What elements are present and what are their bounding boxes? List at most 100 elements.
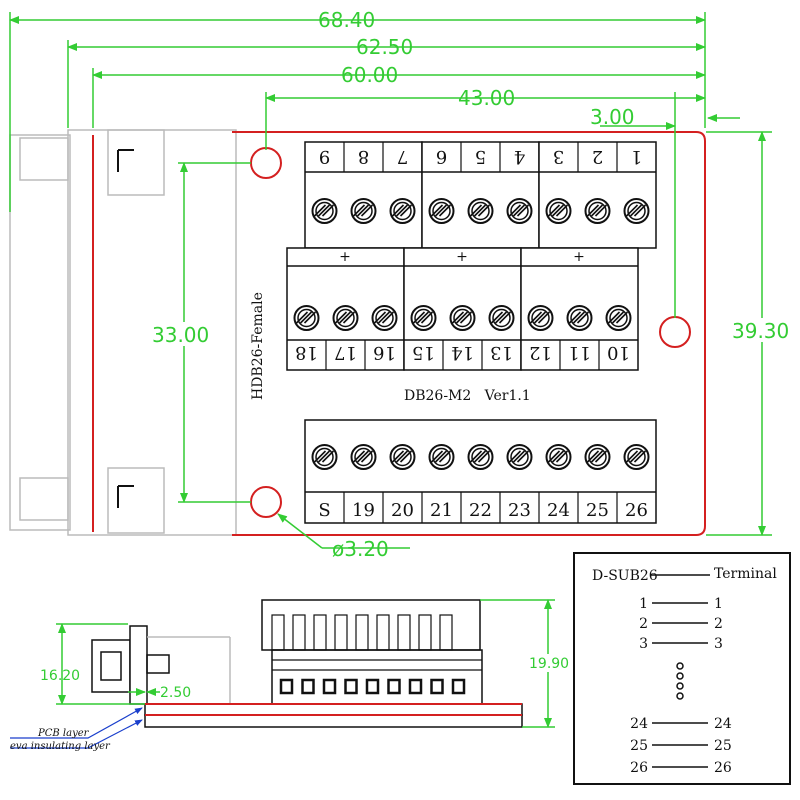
top-row-label: 3 (553, 146, 564, 167)
terminal-screw (389, 198, 416, 224)
upper-terminal-block (538, 141, 657, 249)
terminal-screw (350, 198, 377, 224)
side-opening (344, 678, 358, 695)
upper-terminal-block (304, 141, 423, 249)
top-row-label: 2 (592, 146, 603, 167)
top-row-label: 9 (319, 146, 330, 167)
bottom-row-label: 22 (469, 500, 492, 521)
terminal-screw (584, 198, 611, 224)
mapping-right-pin: 26 (714, 760, 732, 776)
terminal-screw (389, 444, 416, 470)
middle-row-label: 17 (334, 342, 357, 363)
top-row-label: 4 (514, 146, 525, 167)
mounting-hole (250, 486, 282, 518)
terminal-screw (293, 305, 320, 331)
terminal-screw (371, 305, 398, 331)
side-fin (397, 614, 411, 651)
terminal-screw (545, 444, 572, 470)
terminal-screw (467, 198, 494, 224)
dim-hole-diameter: ø3.20 (332, 537, 389, 561)
dsub-connector (9, 129, 237, 536)
dim-overall-width: 68.40 (318, 8, 375, 32)
side-opening (365, 678, 380, 695)
side-fin (313, 614, 327, 651)
middle-row-label: 14 (451, 342, 474, 363)
bottom-row-label: 24 (547, 500, 570, 521)
side-opening (301, 678, 315, 695)
mapping-right-pin: 24 (714, 716, 732, 732)
side-opening (279, 678, 294, 695)
terminal-screw (467, 444, 494, 470)
side-label: HDB26-Female (250, 292, 266, 400)
layer-leaders (10, 707, 143, 749)
top-row-label: 8 (358, 146, 369, 167)
terminal-screw (506, 444, 533, 470)
mapping-right-pin: 25 (714, 738, 732, 754)
dim-board-height: 39.30 (732, 319, 789, 343)
terminal-screw (584, 444, 611, 470)
terminal-screw (623, 444, 650, 470)
plus-mark: + (573, 249, 585, 265)
dim-side-height: 16.20 (40, 668, 80, 684)
side-opening (322, 678, 337, 695)
plus-mark: + (339, 249, 351, 265)
side-fin (355, 614, 369, 651)
terminal-screw (449, 305, 476, 331)
model-label: DB26-M2 Ver1.1 (404, 388, 531, 404)
side-view: 16.20 2.50 19.90 PCB layer eva insulatin… (10, 599, 572, 752)
plus-mark: + (456, 249, 468, 265)
side-dimension-lines (56, 599, 555, 728)
lower-terminal-block: + (520, 247, 639, 371)
mapping-left-header: D-SUB26 (592, 568, 658, 584)
bottom-row-label: S (318, 500, 330, 521)
mapping-right-pin: 1 (714, 596, 723, 612)
terminal-screw (428, 444, 455, 470)
side-fin (292, 614, 306, 651)
bottom-row-label: 20 (391, 500, 414, 521)
terminal-slots (271, 614, 482, 695)
lower-terminal-block: + (403, 247, 522, 371)
bottom-row-label: 19 (352, 500, 375, 521)
middle-row-label: 18 (295, 342, 318, 363)
bottom-row-label: 25 (586, 500, 609, 521)
terminal-screw (545, 198, 572, 224)
eva-layer-label: eva insulating layer (10, 741, 111, 752)
terminal-screw (623, 198, 650, 224)
mapping-left-pin: 24 (630, 716, 648, 732)
mounting-hole (250, 147, 282, 179)
side-fin (271, 614, 285, 651)
side-fin (439, 614, 453, 651)
side-opening (451, 678, 466, 695)
side-opening (408, 678, 423, 695)
top-row-label: 7 (397, 146, 408, 167)
mapping-right-pin: 3 (714, 636, 723, 652)
pcb-layer-label: PCB layer (37, 728, 90, 739)
pcb-outline (232, 131, 706, 536)
bottom-row-label: 26 (625, 500, 648, 521)
terminal-screw (311, 198, 338, 224)
side-opening (387, 678, 401, 695)
lower-terminal-block: + (286, 247, 405, 371)
connector-latches (117, 149, 134, 508)
dim-side-total: 19.90 (529, 656, 569, 672)
mapping-left-pin: 26 (630, 760, 648, 776)
terminal-screw (506, 198, 533, 224)
dim-edge-offset: 3.00 (590, 105, 635, 129)
terminal-screw (428, 198, 455, 224)
upper-terminal-block (421, 141, 540, 249)
mapping-left-pin: 1 (639, 596, 648, 612)
dim-board-width: 60.00 (341, 63, 398, 87)
terminal-screw (410, 305, 437, 331)
mounting-hole (659, 316, 691, 348)
terminal-screw (527, 305, 554, 331)
mapping-left-pin: 25 (630, 738, 648, 754)
terminal-screw (605, 305, 632, 331)
mapping-left-pin: 3 (639, 636, 648, 652)
middle-row-label: 11 (568, 342, 591, 363)
middle-row-label: 12 (529, 342, 552, 363)
dimension-lines (9, 12, 772, 549)
